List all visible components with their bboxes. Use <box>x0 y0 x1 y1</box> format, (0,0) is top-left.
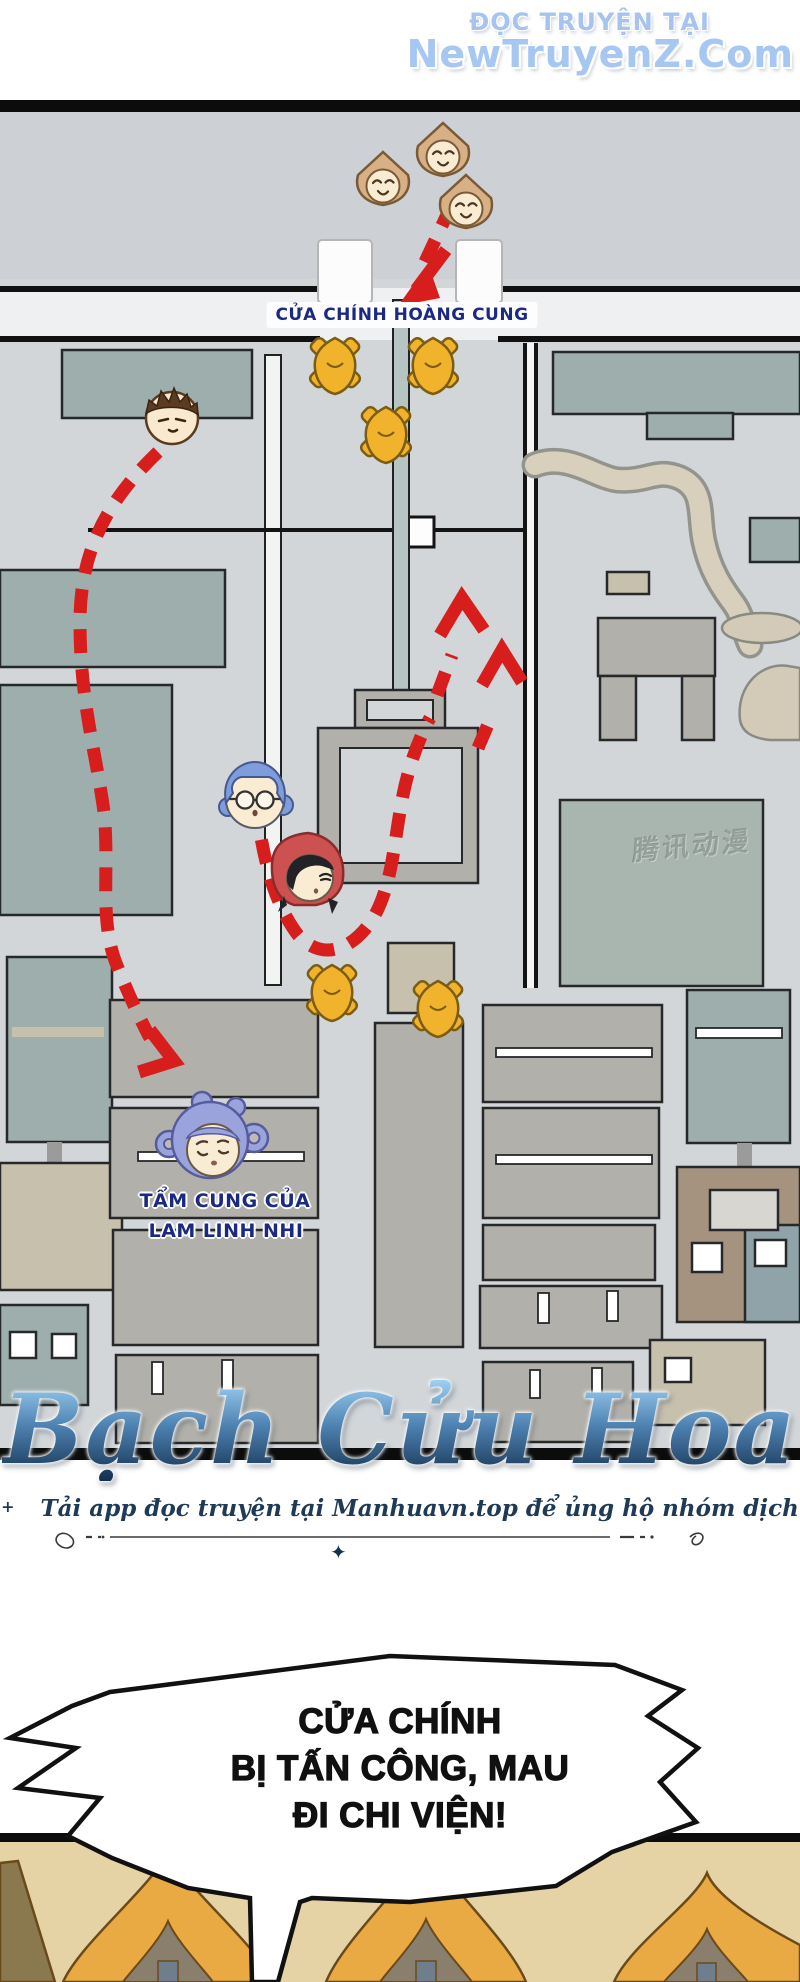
brown-hair-boy-icon <box>144 385 200 446</box>
guard-emblem-icon <box>303 961 361 1023</box>
bubble-line-1: CỬA CHÍNH <box>298 1701 502 1741</box>
roof-spires <box>0 1841 800 1982</box>
speech-bubble-text: CỬA CHÍNH BỊ TẤN CÔNG, MAU ĐI CHI VIỆN! <box>120 1698 680 1839</box>
panel-border-bottom <box>0 1448 800 1460</box>
guard-emblem-icon <box>409 977 467 1039</box>
palace-map-panel <box>0 100 800 1460</box>
bubble-line-2: BỊ TẤN CÔNG, MAU <box>230 1748 570 1788</box>
blue-hair-glasses-girl-icon <box>218 760 294 829</box>
route-center <box>249 714 436 957</box>
site-name: NewTruyenZ.Com <box>406 32 794 76</box>
flourish-divider <box>55 1532 704 1549</box>
guard-emblem-icon <box>306 334 364 396</box>
route-arrowheads <box>137 246 528 1079</box>
speech-bubble-shape <box>2 1653 702 1982</box>
credits-subtitle: + Tải app đọc truyện tại Manhuavn.top để … <box>0 1495 800 1522</box>
site-tagline: ĐỌC TRUYỆN TẠI <box>469 8 710 36</box>
inner-walls <box>88 299 538 988</box>
bedroom-label-line2: LAM LINH NHI <box>148 1220 304 1242</box>
gate-label: CỬA CHÍNH HOÀNG CUNG <box>266 302 538 328</box>
river <box>521 447 764 659</box>
character-faces <box>144 121 494 1180</box>
red-hood-girl-icon <box>270 831 345 914</box>
central-palace <box>316 688 480 885</box>
speech-bubble <box>2 1653 702 1982</box>
sleeping-lam-linh-nhi-icon <box>154 1090 270 1180</box>
credits-subtitle-text: Tải app đọc truyện tại Manhuavn.top để ủ… <box>40 1494 799 1522</box>
bubble-line-3: ĐI CHI VIỆN! <box>292 1795 508 1835</box>
guard-emblem-icon <box>404 334 462 396</box>
route-left <box>73 447 163 1042</box>
credits-section: Bạch Cửu Hoa ✦ + Tải app đọc truyện tại M… <box>0 1373 800 1564</box>
bedroom-label-line1: TẨM CUNG CỦA <box>139 1190 311 1212</box>
gate-pillar-left <box>317 239 373 304</box>
site-header: ĐỌC TRUYỆN TẠI NewTruyenZ.Com <box>0 0 800 100</box>
gate-pillar-right <box>455 239 503 304</box>
buildings-layer <box>0 348 800 1445</box>
group-title: Bạch Cửu Hoa <box>2 1373 798 1486</box>
sparkle-icon: ✦ <box>330 1540 347 1564</box>
rocks <box>720 611 800 742</box>
panel-border-top <box>0 100 800 112</box>
plus-mark-icon: + <box>1 1496 15 1516</box>
guard-emblem-icon <box>357 403 415 465</box>
